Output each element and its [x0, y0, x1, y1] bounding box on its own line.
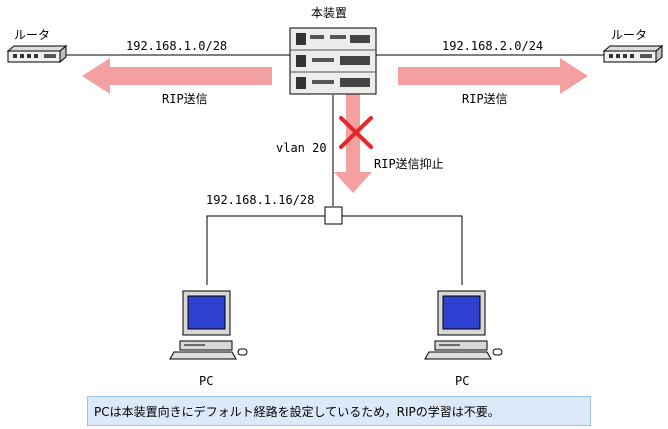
pc-left-icon — [169, 290, 248, 360]
router-right-label: ルータ — [611, 28, 648, 42]
rip-right-label: RIP送信 — [462, 92, 508, 106]
router-left-icon — [6, 44, 68, 64]
router-right-icon — [602, 44, 664, 64]
hub-icon — [324, 206, 343, 225]
note-box: PCは本装置向きにデフォルト経路を設定しているため，RIPの学習は不要。 — [87, 396, 591, 426]
link-pc-right — [342, 215, 463, 285]
note-text: PCは本装置向きにデフォルト経路を設定しているため，RIPの学習は不要。 — [94, 404, 500, 419]
net-bottom-label: 192.168.1.16/28 — [206, 193, 315, 207]
rip-suppress-label: RIP送信抑止 — [374, 157, 444, 171]
pc-right-label: PC — [455, 374, 470, 388]
vlan-label: vlan 20 — [276, 141, 327, 155]
device-title: 本装置 — [311, 6, 348, 20]
link-pc-left — [206, 215, 325, 285]
router-left-label: ルータ — [14, 28, 51, 42]
net-left-label: 192.168.1.0/28 — [126, 39, 228, 53]
device-icon — [289, 27, 377, 95]
rip-arrow-right — [398, 58, 588, 94]
pc-left-label: PC — [199, 374, 214, 388]
rip-arrow-left — [82, 58, 272, 94]
pc-right-icon — [424, 290, 503, 360]
rip-arrow-down — [334, 93, 372, 193]
rip-left-label: RIP送信 — [162, 92, 208, 106]
cross-icon — [339, 116, 373, 149]
net-right-label: 192.168.2.0/24 — [442, 39, 544, 53]
